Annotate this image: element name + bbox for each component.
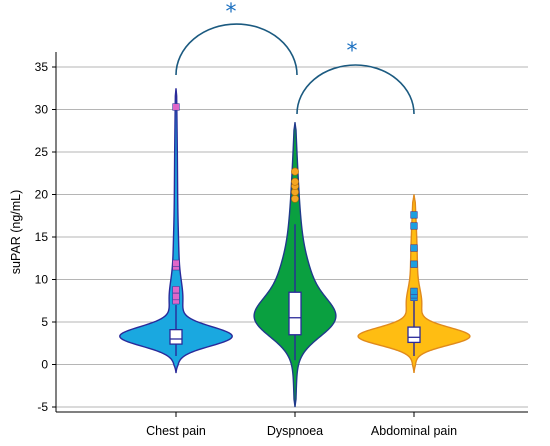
iqr-box: [169, 328, 183, 345]
y-ticks: -5 0 5 10 15 20 25 30 35: [35, 60, 56, 414]
x-tick-label: Chest pain: [146, 424, 206, 438]
y-tick-label: 35: [35, 60, 49, 74]
outlier-marker: [410, 211, 418, 219]
significance-arc: [175, 23, 298, 76]
y-tick-label: 10: [35, 273, 49, 287]
outlier-marker: [410, 260, 418, 268]
y-tick-label: 25: [35, 145, 49, 159]
outlier-marker: [172, 292, 180, 301]
y-tick-label: -5: [37, 400, 48, 414]
y-tick-label: 5: [41, 315, 48, 329]
x-ticks: Chest pain Dyspnoea Abdominal pain: [146, 412, 457, 438]
y-tick-label: 15: [35, 230, 49, 244]
axes: [55, 52, 528, 413]
iqr-box: [288, 291, 302, 336]
violin-group: [119, 88, 471, 408]
iqr-box: [407, 326, 421, 344]
outlier-marker: [291, 167, 299, 176]
significance-star: *: [226, 0, 237, 25]
outlier-marker: [410, 287, 418, 296]
violin-body: [357, 194, 471, 374]
outlier-marker: [172, 103, 180, 111]
x-tick-label: Dyspnoea: [267, 424, 323, 438]
y-tick-label: 30: [35, 103, 49, 117]
outlier-marker: [291, 194, 299, 203]
outlier-marker: [410, 244, 418, 252]
y-tick-label: 0: [41, 358, 48, 372]
outlier-marker: [291, 177, 299, 186]
x-tick-label: Abdominal pain: [371, 424, 457, 438]
y-axis-title: suPAR (ng/mL): [9, 190, 23, 275]
significance-arc: [296, 64, 415, 115]
significance-star: *: [347, 39, 358, 64]
outlier-marker: [410, 222, 418, 230]
outlier-marker: [172, 286, 180, 294]
outlier-marker: [172, 259, 180, 267]
y-tick-label: 20: [35, 188, 49, 202]
significance-annotations: **: [175, 0, 415, 115]
violin-body: [119, 88, 233, 374]
